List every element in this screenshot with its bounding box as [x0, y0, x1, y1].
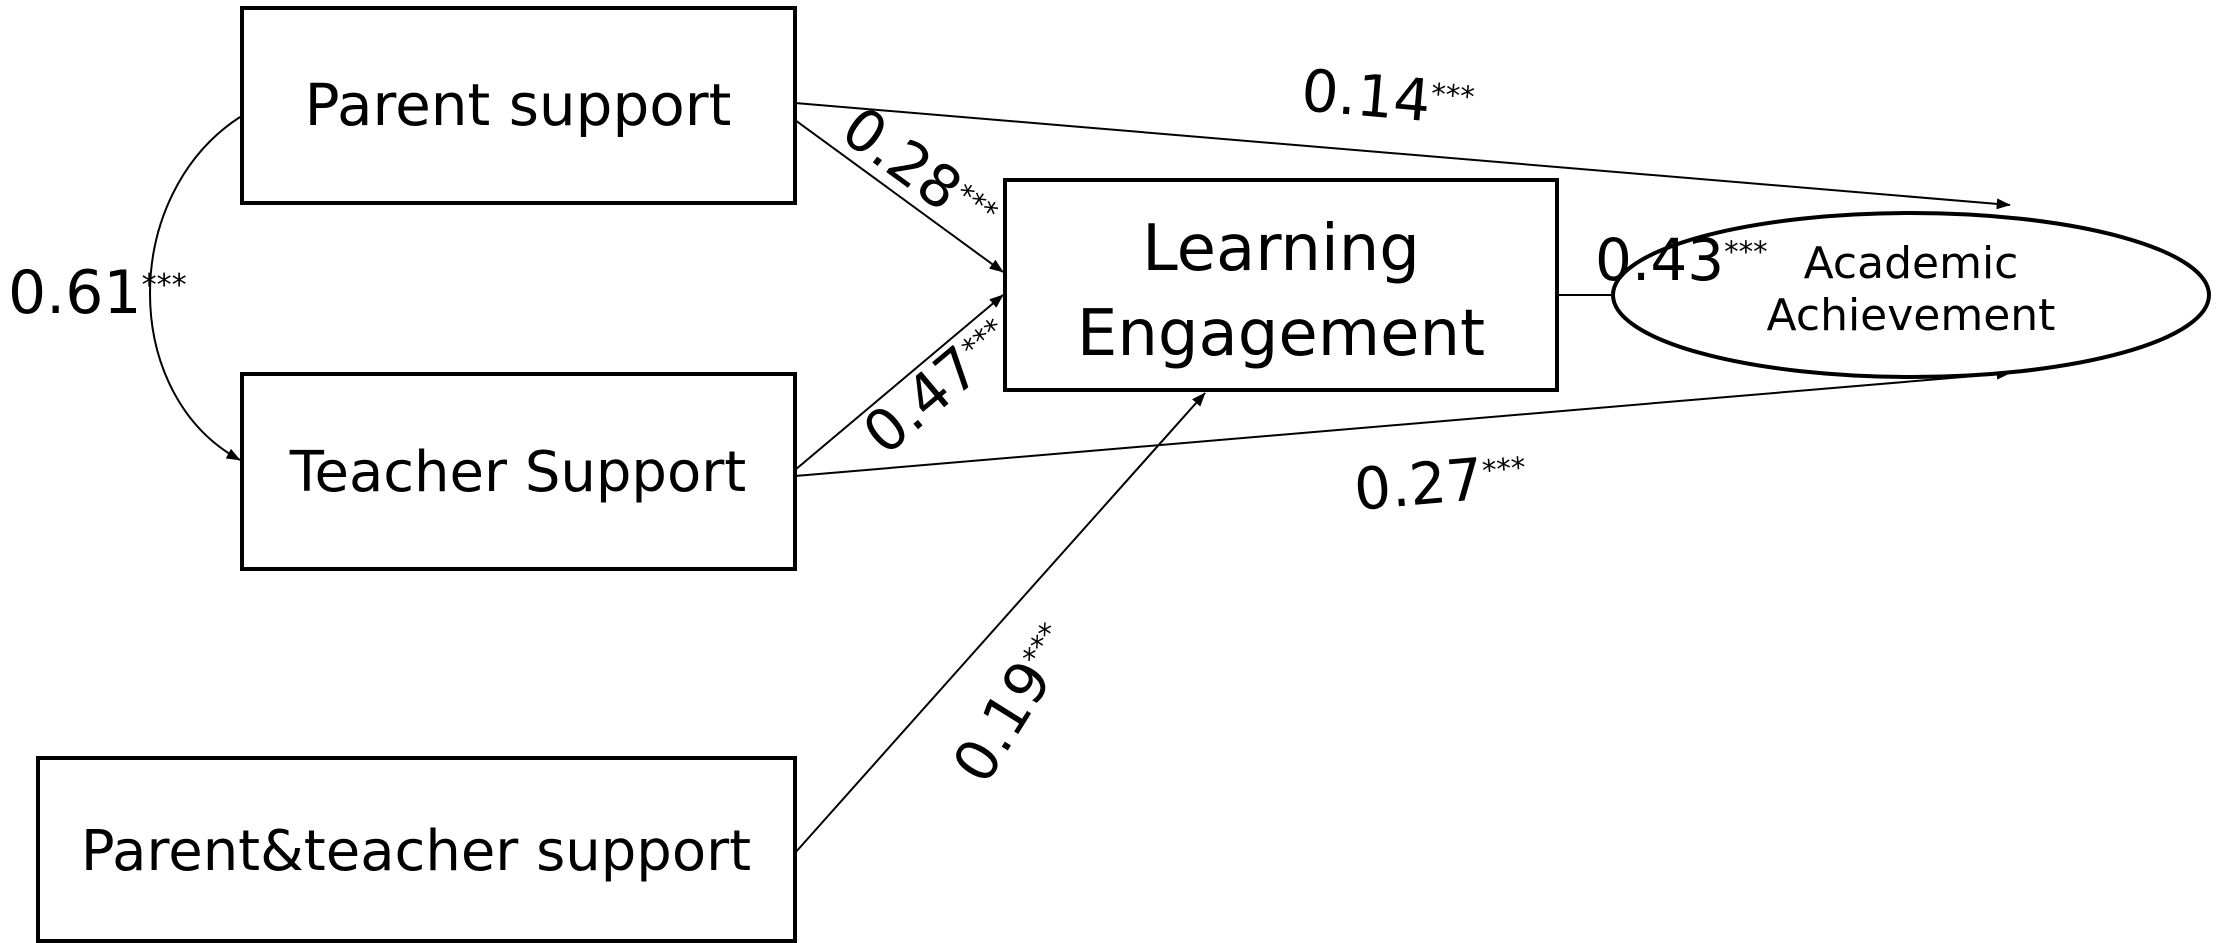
node-academic-achievement: Academic Achievement — [1611, 211, 2211, 379]
arrow-parent-to-achievement — [794, 102, 2011, 210]
arrow-teacher-to-engagement — [794, 294, 1004, 471]
arrow-teacher-to-achievement — [794, 368, 2011, 477]
arrow-combined-to-engagement — [794, 392, 1206, 854]
node-label-learning-engagement: Engagement — [1077, 297, 1485, 371]
coef-parent-teacher-covariance: 0.61*** — [8, 258, 187, 328]
node-label-teacher-support: Teacher Support — [289, 440, 746, 505]
coef-teacher-to-achievement: 0.27*** — [1351, 441, 1529, 524]
node-label-academic-achievement: Academic — [1804, 238, 2019, 289]
node-label-parent-teacher-support: Parent&teacher support — [81, 819, 751, 884]
node-label-learning-engagement: Learning — [1142, 212, 1420, 286]
coef-engagement-to-achievement: 0.43*** — [1595, 226, 1768, 294]
node-parent-teacher-support: Parent&teacher support — [36, 756, 797, 943]
node-learning-engagement: Learning Engagement — [1003, 178, 1559, 392]
coef-teacher-to-engagement: 0.47*** — [850, 305, 1026, 468]
coef-combined-to-engagement: 0.19*** — [939, 612, 1088, 794]
coef-parent-to-engagement: 0.28*** — [830, 93, 1010, 249]
arrow-parent-to-engagement — [794, 119, 1004, 273]
node-parent-support: Parent support — [240, 6, 797, 205]
coef-parent-to-achievement: 0.14*** — [1299, 56, 1477, 139]
node-teacher-support: Teacher Support — [240, 372, 797, 571]
covariance-arrow — [149, 105, 255, 461]
node-label-parent-support: Parent support — [305, 71, 732, 139]
node-label-academic-achievement: Achievement — [1767, 290, 2056, 341]
